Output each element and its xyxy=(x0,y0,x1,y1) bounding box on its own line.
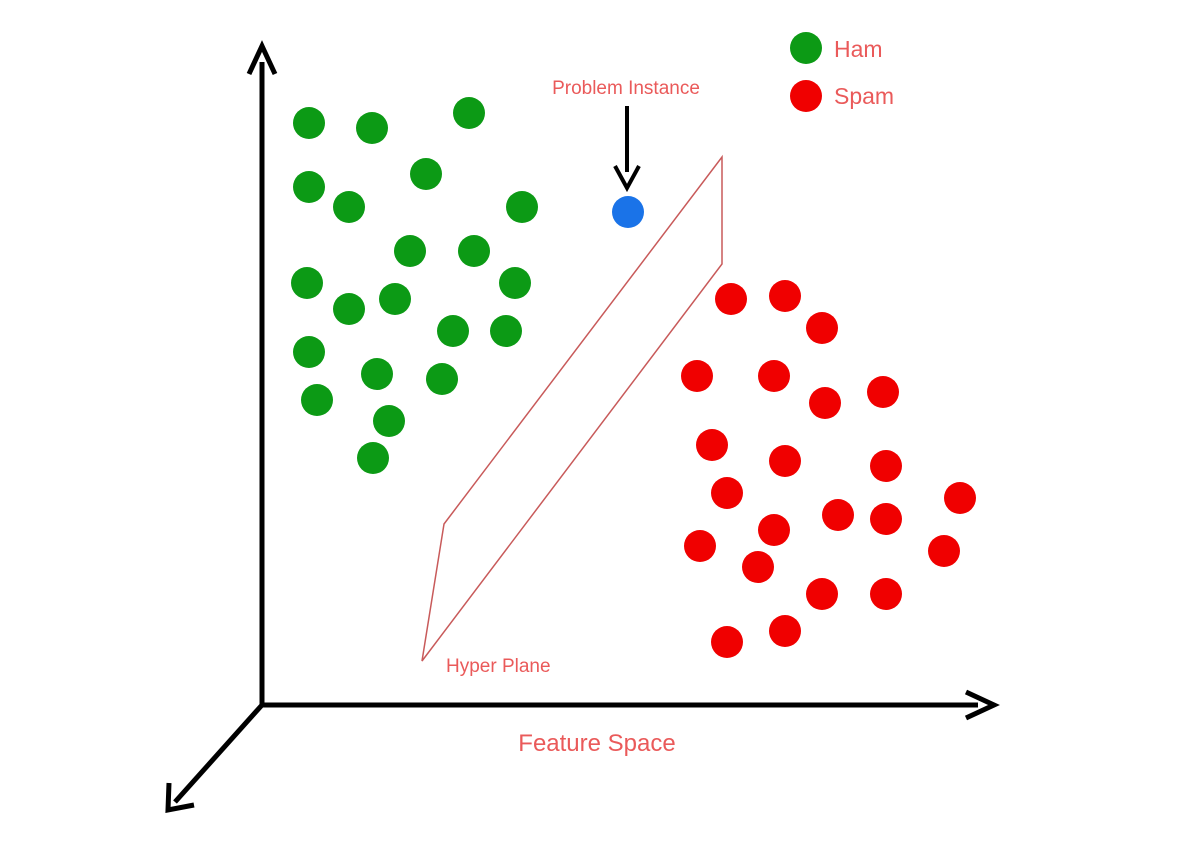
legend-spam-swatch xyxy=(790,80,822,112)
spam-point xyxy=(769,445,801,477)
spam-point xyxy=(806,312,838,344)
ham-point xyxy=(506,191,538,223)
ham-point xyxy=(410,158,442,190)
legend-ham-swatch xyxy=(790,32,822,64)
ham-point xyxy=(490,315,522,347)
ham-point xyxy=(293,171,325,203)
ham-point xyxy=(293,336,325,368)
ham-point xyxy=(458,235,490,267)
problem-instance-point xyxy=(612,196,644,228)
y-axis-arrowhead xyxy=(246,40,278,76)
legend: Ham Spam xyxy=(790,32,894,112)
x-axis-arrowhead xyxy=(964,689,1000,721)
spam-point xyxy=(809,387,841,419)
ham-point xyxy=(453,97,485,129)
spam-point xyxy=(769,280,801,312)
ham-point xyxy=(291,267,323,299)
ham-point xyxy=(394,235,426,267)
ham-point xyxy=(437,315,469,347)
hyperplane xyxy=(421,154,723,662)
spam-point xyxy=(715,283,747,315)
ham-cluster xyxy=(291,97,538,474)
z-axis-arrowhead xyxy=(165,782,195,814)
ham-point xyxy=(361,358,393,390)
ham-point xyxy=(356,112,388,144)
ham-point xyxy=(426,363,458,395)
spam-point xyxy=(711,477,743,509)
ham-point xyxy=(379,283,411,315)
ham-point xyxy=(293,107,325,139)
problem-instance-label: Problem Instance xyxy=(552,78,700,99)
spam-point xyxy=(711,626,743,658)
spam-point xyxy=(870,503,902,535)
spam-point xyxy=(870,450,902,482)
spam-point xyxy=(684,530,716,562)
legend-ham-label: Ham xyxy=(834,36,883,62)
ham-point xyxy=(499,267,531,299)
hyper-plane-label: Hyper Plane xyxy=(446,656,551,677)
spam-cluster xyxy=(681,280,976,658)
z-axis xyxy=(173,703,264,804)
spam-point xyxy=(758,360,790,392)
ham-point xyxy=(357,442,389,474)
spam-point xyxy=(870,578,902,610)
spam-point xyxy=(742,551,774,583)
feature-space-label: Feature Space xyxy=(518,730,675,757)
spam-point xyxy=(944,482,976,514)
ham-point xyxy=(373,405,405,437)
spam-point xyxy=(867,376,899,408)
ham-point xyxy=(333,293,365,325)
spam-point xyxy=(758,514,790,546)
spam-point xyxy=(769,615,801,647)
spam-point xyxy=(681,360,713,392)
ham-point xyxy=(301,384,333,416)
legend-spam-label: Spam xyxy=(834,83,894,109)
problem-instance-arrowhead xyxy=(613,165,641,193)
spam-point xyxy=(928,535,960,567)
spam-point xyxy=(822,499,854,531)
spam-point xyxy=(806,578,838,610)
ham-point xyxy=(333,191,365,223)
spam-point xyxy=(696,429,728,461)
